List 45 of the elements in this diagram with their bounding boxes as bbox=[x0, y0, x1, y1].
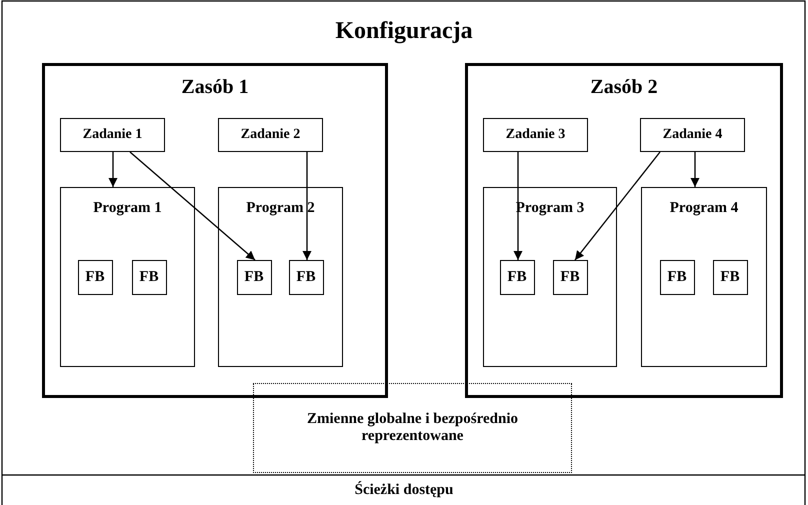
box-label: FB bbox=[295, 268, 317, 286]
function-block-box bbox=[236, 260, 272, 294]
function-block-box bbox=[500, 260, 534, 294]
box-heading: Program 1 bbox=[92, 200, 163, 217]
program-box bbox=[483, 187, 617, 367]
arrow bbox=[302, 152, 312, 260]
box-heading: Program 2 bbox=[245, 200, 316, 217]
arrow bbox=[130, 152, 256, 260]
task-box bbox=[483, 118, 588, 152]
program-box bbox=[641, 187, 767, 367]
box-label: FB bbox=[138, 268, 160, 286]
function-block-box bbox=[288, 260, 324, 294]
arrow bbox=[108, 152, 118, 187]
box-label: Zadanie 1 bbox=[82, 127, 144, 143]
function-block-box bbox=[132, 260, 166, 294]
resource-box bbox=[42, 63, 388, 398]
box-label: Zadanie 4 bbox=[662, 127, 724, 143]
function-block-box bbox=[660, 260, 694, 294]
box-heading: Zasób 2 bbox=[589, 76, 659, 99]
task-box bbox=[640, 118, 745, 152]
diagram-title: Konfiguracja bbox=[334, 18, 474, 45]
task-box bbox=[60, 118, 165, 152]
global-variables-box bbox=[253, 383, 572, 473]
arrow bbox=[690, 152, 700, 187]
box-label: FB bbox=[243, 268, 265, 286]
arrow bbox=[574, 152, 661, 260]
task-box bbox=[218, 118, 323, 152]
box-label: FB bbox=[84, 268, 106, 286]
box-label: Zadanie 2 bbox=[240, 127, 302, 143]
box-label: FB bbox=[719, 268, 741, 286]
function-block-box bbox=[78, 260, 112, 294]
box-label: Zadanie 3 bbox=[504, 127, 566, 143]
box-heading: Zasób 1 bbox=[180, 76, 250, 99]
section-label: Ścieżki dostępu bbox=[354, 482, 454, 499]
box-label: Zmienne globalne i bezpośrednio reprezentowane bbox=[306, 411, 519, 445]
function-block-box bbox=[552, 260, 588, 294]
program-box bbox=[60, 187, 195, 367]
arrow bbox=[514, 152, 522, 260]
box-heading: Program 4 bbox=[668, 200, 740, 217]
box-label: FB bbox=[506, 268, 528, 286]
box-label: FB bbox=[666, 268, 688, 286]
program-box bbox=[218, 187, 343, 367]
box-label: FB bbox=[559, 268, 581, 286]
function-block-box bbox=[712, 260, 748, 294]
resource-box bbox=[465, 63, 783, 398]
